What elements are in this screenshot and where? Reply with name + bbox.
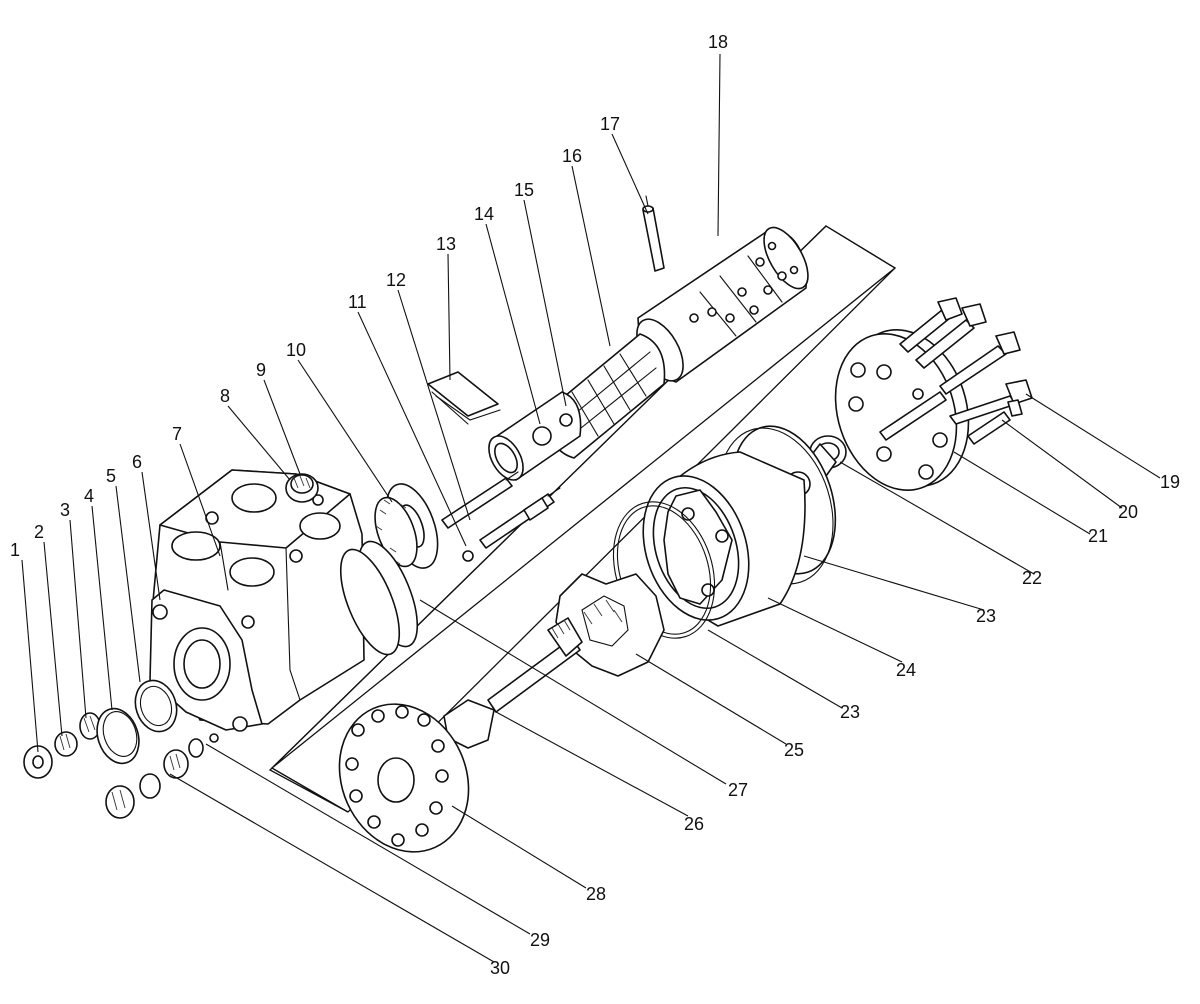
callout-7: 7: [172, 424, 182, 444]
part-seal-5: [134, 679, 178, 733]
callout-5: 5: [106, 466, 116, 486]
callout-10: 10: [286, 340, 306, 360]
part-pin: [642, 195, 665, 272]
part-drive-pin: [479, 487, 561, 549]
callout-17: 17: [600, 114, 620, 134]
part-plug-30: [105, 733, 219, 819]
callout-3: 3: [60, 500, 70, 520]
callout-23-lower: 23: [840, 702, 860, 722]
callout-labels: 1 2 3 4 5 6 7 8 9 10 11 12 13 14 15 16 1…: [10, 32, 1180, 978]
callout-22: 22: [1022, 568, 1042, 588]
part-cardan-shaft: [443, 617, 583, 749]
callout-14: 14: [474, 204, 494, 224]
part-end-cap: [834, 329, 970, 491]
callout-11: 11: [348, 292, 367, 312]
callout-27: 27: [728, 780, 748, 800]
callout-28: 28: [586, 884, 606, 904]
part-check-valve: [285, 473, 319, 503]
leader-lines: [21, 53, 1161, 963]
part-pin-rod: [441, 471, 519, 562]
callout-16: 16: [562, 146, 582, 166]
callout-26: 26: [684, 814, 704, 834]
part-bolts: [879, 297, 1033, 445]
callout-6: 6: [132, 452, 142, 472]
callout-24: 24: [896, 660, 916, 680]
part-leaf-springs: [427, 371, 501, 425]
callout-19: 19: [1160, 472, 1180, 492]
callout-4: 4: [84, 486, 94, 506]
callout-2: 2: [34, 522, 44, 542]
callout-13: 13: [436, 234, 456, 254]
part-rotor-set: [642, 451, 806, 627]
callout-25: 25: [784, 740, 804, 760]
part-seal-2: [54, 731, 78, 757]
callout-1: 1: [10, 540, 20, 560]
part-o-ring-4: [96, 707, 140, 765]
callout-29: 29: [530, 930, 550, 950]
callout-30: 30: [490, 958, 510, 978]
callout-15: 15: [514, 180, 534, 200]
callout-18: 18: [708, 32, 728, 52]
callout-9: 9: [256, 360, 266, 380]
part-sleeve: [636, 226, 809, 383]
part-valve-plate: [338, 703, 470, 853]
part-thrust-bearing: [374, 483, 439, 569]
ball: [532, 426, 552, 446]
callout-20: 20: [1118, 502, 1138, 522]
callout-23-upper: 23: [976, 606, 996, 626]
assembly-axis-frame-outline: [270, 225, 897, 813]
part-inner-spool: [488, 391, 582, 481]
callout-12: 12: [386, 270, 406, 290]
callout-8: 8: [220, 386, 230, 406]
callout-21: 21: [1088, 526, 1108, 546]
